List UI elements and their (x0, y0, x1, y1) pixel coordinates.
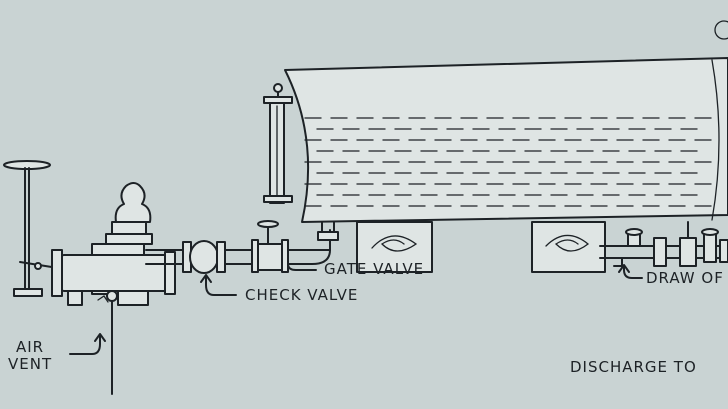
draw-off-label: DRAW OF (646, 269, 724, 287)
pedestal-stand (3, 160, 59, 297)
leader-lines (69, 261, 643, 355)
check-valve-leader (205, 275, 237, 296)
check-valve-arrowhead (200, 274, 212, 283)
storage-tank (284, 57, 728, 223)
air-vent-label-line2: VENT (8, 355, 52, 373)
gate-valve-label: GATE VALVE (324, 260, 424, 278)
air-vent-label-line1: AIR (16, 338, 44, 356)
support-block-left (356, 221, 433, 273)
support-block-right (531, 221, 606, 273)
air-vent-arrowhead (94, 333, 106, 342)
discharge-label: DISCHARGE TO (570, 358, 697, 376)
discharge-piping (145, 220, 339, 274)
draw-off-fittings (599, 221, 728, 267)
gate-valve-leader (287, 261, 317, 271)
gate-valve (251, 220, 289, 273)
check-valve (182, 240, 226, 274)
pump-body (51, 182, 176, 395)
check-valve-label: CHECK VALVE (245, 286, 358, 304)
corner-mark (714, 20, 728, 40)
water-level-lines (304, 117, 712, 207)
draw-off-leader (623, 265, 643, 279)
draw-off-arrowhead (618, 264, 630, 273)
air-vent-leader (69, 335, 101, 355)
sight-gauge (263, 83, 293, 204)
